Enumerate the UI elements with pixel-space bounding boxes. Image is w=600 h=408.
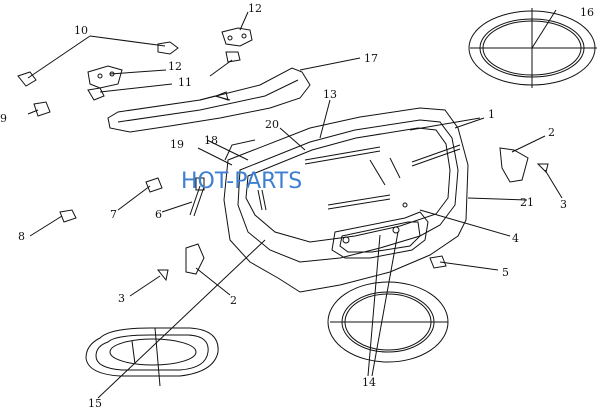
watermark-text: HOT-PARTS	[181, 169, 303, 194]
part-14-round-pad	[327, 281, 449, 363]
callout-18: 18	[204, 134, 218, 147]
part-4-license-recess	[331, 202, 429, 259]
callout-17: 17	[364, 52, 378, 65]
callout-12: 12	[248, 2, 262, 15]
callout-5: 5	[502, 266, 509, 279]
callout-8: 8	[18, 230, 25, 243]
callout-4: 4	[512, 232, 519, 245]
callout-3: 3	[560, 198, 567, 211]
callout-14: 14	[362, 376, 376, 389]
callout-9: 9	[0, 112, 7, 125]
callout-16: 16	[580, 6, 594, 19]
callout-7: 7	[110, 208, 117, 221]
callout-15: 15	[88, 397, 102, 408]
callout-10: 10	[74, 24, 88, 37]
tailgate-body	[223, 107, 481, 293]
callout-11: 11	[178, 76, 192, 89]
part-16-round-pad	[468, 8, 597, 88]
callout-2: 2	[548, 126, 555, 139]
callout-6: 6	[155, 208, 162, 221]
strut-and-brackets	[59, 147, 549, 282]
part-15-oval-pad	[85, 327, 219, 387]
part-17-spoiler	[107, 67, 311, 133]
callout-13: 13	[323, 88, 337, 101]
callout-21: 21	[520, 196, 534, 209]
callout-1: 1	[488, 108, 495, 121]
callout-3: 3	[118, 292, 125, 305]
leader-lines	[27, 9, 563, 399]
callout-20: 20	[265, 118, 279, 131]
callout-12: 12	[168, 60, 182, 73]
callout-2: 2	[230, 294, 237, 307]
callout-19: 19	[170, 138, 184, 151]
